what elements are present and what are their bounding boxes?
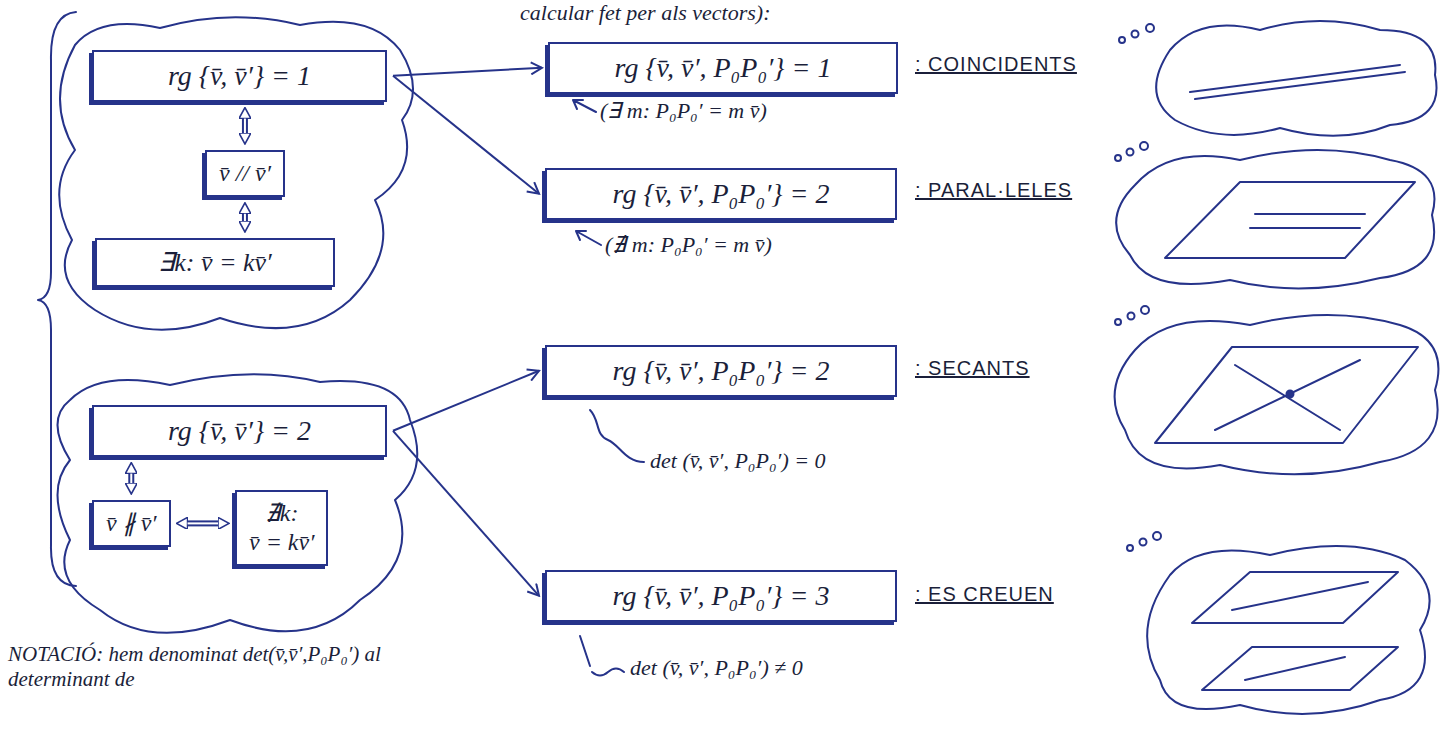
- case-label: : ES CREUEN: [915, 582, 1054, 606]
- box-text: ∃k: v̄ = kv̄′: [158, 248, 272, 277]
- arrow-line: [393, 371, 539, 431]
- result-box: rg {v̄, v̄′, P₀P₀′} = 2: [545, 345, 897, 397]
- thought-cloud-group: [58, 374, 418, 633]
- double-line: [242, 214, 248, 221]
- box-text: rg {v̄, v̄′} = 2: [168, 415, 311, 446]
- equivalence-box: ∃k: v̄ = kv̄′: [95, 238, 335, 287]
- equivalence-arrow: [131, 474, 132, 483]
- case-label: : PARAL·LELES: [915, 178, 1072, 202]
- implication-arrow: [393, 431, 539, 596]
- case-label: : COINCIDENTS: [915, 52, 1077, 76]
- leader-squiggle: [580, 636, 624, 676]
- thought-cloud: [1115, 315, 1439, 474]
- equivalence-arrow: [244, 119, 245, 133]
- double-line: [188, 520, 218, 526]
- plane-sketch: [1192, 572, 1398, 623]
- thought-bubble: [1132, 31, 1139, 38]
- thought-bubble: [1153, 532, 1161, 540]
- box-text: rg {v̄, v̄′, P₀P₀′} = 1: [615, 52, 832, 83]
- implication-arrow: [393, 68, 542, 76]
- case-label: : SECANTS: [915, 356, 1030, 380]
- result-box: rg {v̄, v̄′, P₀P₀′} = 3: [545, 570, 897, 622]
- thought-bubble: [1140, 142, 1148, 150]
- determinant-note: det (v̄, v̄′, P₀P₀′) = 0: [650, 448, 826, 474]
- implication-arrow: [393, 76, 539, 194]
- plane-sketch: [1202, 647, 1398, 690]
- rank-condition-box: rg {v̄, v̄′} = 2: [92, 405, 387, 457]
- box-text: rg {v̄, v̄′, P₀P₀′} = 2: [613, 178, 830, 209]
- arrow-line: [393, 68, 542, 76]
- leader-squiggle: [590, 410, 644, 462]
- thought-bubble: [1115, 155, 1121, 161]
- implication-arrow: [393, 371, 539, 431]
- double-line-gap: [130, 474, 132, 483]
- thought-cloud-group: [59, 17, 413, 330]
- plane-sketch: [1165, 182, 1415, 258]
- secant-lines: [1215, 360, 1360, 430]
- result-box: rg {v̄, v̄′, P₀P₀′} = 1: [548, 42, 898, 94]
- plane-sketch: [1155, 347, 1418, 443]
- equivalence-arrow: [188, 523, 218, 524]
- thought-bubble: [1127, 545, 1133, 551]
- thought-bubble: [1141, 306, 1149, 314]
- parallel-lines: [1250, 214, 1365, 228]
- double-line: [128, 474, 134, 483]
- thought-cloud: [1156, 21, 1436, 136]
- notation-note: NOTACIÓ: hem denominat det(v̄,v̄′,P₀P₀′)…: [8, 642, 398, 692]
- rank-condition-box: rg {v̄, v̄′} = 1: [92, 50, 387, 102]
- double-line: [242, 119, 248, 133]
- double-line-gap: [244, 214, 246, 221]
- double-line-gap: [244, 119, 246, 133]
- condition-note: (∃ m: P₀P₀′ = m v̄): [600, 98, 767, 124]
- box-text: rg {v̄, v̄′} = 1: [168, 60, 311, 91]
- thought-bubble: [1115, 319, 1121, 325]
- intersection-point: [1287, 391, 1294, 398]
- result-box: rg {v̄, v̄′, P₀P₀′} = 2: [545, 168, 897, 220]
- thought-bubble: [1140, 539, 1147, 546]
- skew-line: [1232, 582, 1368, 610]
- coincident-lines: [1190, 65, 1405, 99]
- equivalence-box: v̄ // v̄′: [205, 150, 285, 197]
- box-text: v̄ // v̄′: [219, 160, 271, 186]
- thought-bubble: [1128, 313, 1135, 320]
- double-line-gap: [188, 522, 218, 524]
- skew-line: [1245, 657, 1345, 680]
- leader-arrow: [576, 231, 601, 245]
- determinant-note: det (v̄, v̄′, P₀P₀′) ≠ 0: [630, 655, 803, 681]
- thought-bubble: [1127, 149, 1134, 156]
- arrow-line: [393, 76, 539, 194]
- thought-bubble: [1119, 37, 1125, 43]
- condition-note: (∄ m: P₀P₀′ = m v̄): [605, 232, 772, 258]
- heading-fragment: calcular fet per als vectors):: [520, 0, 771, 26]
- thought-cloud: [1147, 546, 1429, 714]
- box-text: rg {v̄, v̄′, P₀P₀′} = 2: [613, 355, 830, 386]
- thought-cloud: [1116, 150, 1434, 289]
- arrow-line: [393, 431, 539, 596]
- equivalence-box: ∄k: v̄ = kv̄′: [235, 490, 328, 566]
- box-text: ∄k: v̄ = kv̄′: [249, 500, 314, 555]
- equivalence-arrow: [244, 214, 245, 221]
- thought-bubble: [1146, 24, 1154, 32]
- box-text: rg {v̄, v̄′, P₀P₀′} = 3: [613, 580, 830, 611]
- leader-arrow: [573, 100, 596, 112]
- box-text: v̄ ∦ v̄′: [106, 510, 157, 536]
- equivalence-box: v̄ ∦ v̄′: [92, 500, 171, 547]
